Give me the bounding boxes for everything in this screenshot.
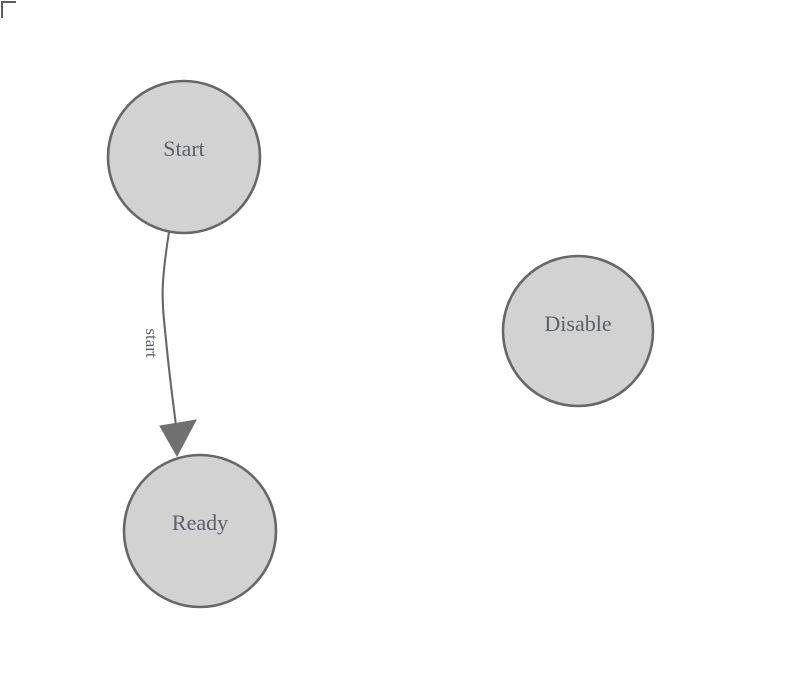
node-disable-circle [501,254,655,408]
edge-start-to-ready[interactable]: start [142,231,197,458]
node-start[interactable]: Start [106,79,262,235]
edge-line [161,231,179,435]
edge-label-start: start [142,328,161,358]
node-disable-label: Disable [544,311,611,336]
top-left-corner-bracket-icon [1,1,16,18]
node-start-label: Start [163,136,205,161]
node-start-circle [106,79,262,235]
corner-bracket-path [1,1,16,18]
node-ready-circle [122,453,278,609]
edge-arrowhead-icon [159,419,197,458]
node-disable[interactable]: Disable [501,254,655,408]
node-ready-label: Ready [172,510,228,535]
node-ready[interactable]: Ready [122,453,278,609]
